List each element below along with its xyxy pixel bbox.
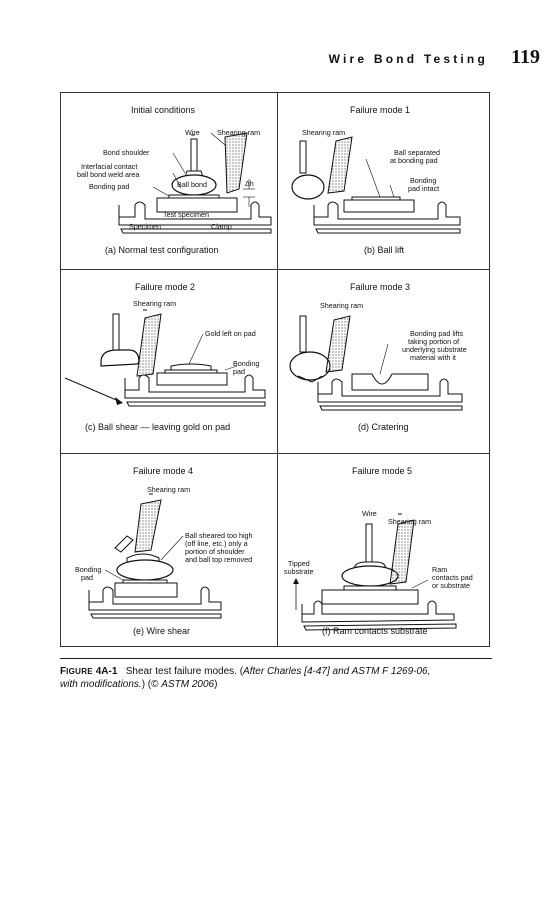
figure-caption: FIGURE 4A-1 Shear test failure modes. (A… <box>60 665 500 691</box>
panel-c-caption: (c) Ball shear — leaving gold on pad <box>85 422 231 432</box>
label-bonding-pad: Bonding pad <box>89 182 130 191</box>
label-bonding: Bonding <box>75 565 102 574</box>
panel-b-ball-lift: Failure mode 1 Shearing ram Ball separat… <box>278 93 494 269</box>
panel-d-caption: (d) Cratering <box>358 422 409 432</box>
caption-modifications-italic: with modifications. <box>60 679 142 690</box>
panel-c-ball-shear: Failure mode 2 Shearing ram Gold left on… <box>61 270 277 454</box>
label-interfacial-2: ball bond weld area <box>77 170 140 179</box>
label-delta-h: Δh <box>245 179 254 188</box>
panel-d-cratering: Failure mode 3 Shearing ram Bonding pad … <box>278 270 494 454</box>
panel-a-caption: (a) Normal test configuration <box>105 245 219 255</box>
label-ball-separated: Ball separated <box>394 148 440 157</box>
panel-a-normal-test: Initial conditions Wire Shearing ram Bon… <box>61 93 277 269</box>
label-taking-portion: taking portion of <box>408 337 460 346</box>
panel-f-caption: (f) Ram contacts substrate <box>322 626 428 636</box>
label-material: material with it <box>410 353 456 362</box>
panel-b-illustration <box>291 136 461 234</box>
label-shearing-ram: Shearing ram <box>147 485 191 494</box>
label-contacts-pad: contacts pad <box>432 573 473 582</box>
label-shearing-ram: Shearing ram <box>302 128 346 137</box>
panel-b-caption: (b) Ball lift <box>364 245 405 255</box>
label-gold-left-on-pad: Gold left on pad <box>205 329 256 338</box>
panel-a-illustration <box>118 132 272 234</box>
panel-e-wire-shear: Failure mode 4 Shearing ram Ball sheared… <box>61 454 277 647</box>
label-shearing-ram: Shearing ram <box>133 299 177 308</box>
panel-f-title: Failure mode 5 <box>352 466 413 476</box>
label-wire: Wire <box>185 128 200 137</box>
label-shearing-ram: Shearing ram <box>388 517 432 526</box>
panel-c-illustration <box>64 309 266 407</box>
label-interfacial-1: Interfacial contact <box>81 162 138 171</box>
label-pad: pad <box>81 573 93 582</box>
panel-d-illustration <box>289 315 463 411</box>
label-pad: pad <box>233 367 245 376</box>
figure-label-initial: F <box>60 666 67 677</box>
label-ball-sheared-4: and ball top removed <box>185 555 253 564</box>
label-substrate: substrate <box>284 567 314 576</box>
label-clamp: Clamp <box>211 222 232 231</box>
running-header: Wire Bond Testing 119 <box>300 46 540 74</box>
caption-rule <box>60 658 492 659</box>
panel-f-ram-contacts-substrate: Failure mode 5 Wire Shearing ram Tipped … <box>278 454 494 647</box>
panel-e-title: Failure mode 4 <box>133 466 194 476</box>
panel-f-illustration <box>293 513 457 631</box>
label-ball-sheared-3: portion of shoulder <box>185 547 245 556</box>
figure-label-smallcaps: IGURE <box>66 667 93 676</box>
label-bonding: Bonding <box>410 176 437 185</box>
label-bonding: Bonding <box>233 359 260 368</box>
label-ball-sheared-1: Ball sheared too high <box>185 531 253 540</box>
label-tipped: Tipped <box>288 559 310 568</box>
label-underlying-substrate: underlying substrate <box>402 345 467 354</box>
label-at-bonding-pad: at bonding pad <box>390 156 438 165</box>
label-shearing-ram: Shearing ram <box>217 128 261 137</box>
grid-divider-vertical <box>277 93 278 646</box>
panel-d-title: Failure mode 3 <box>350 282 411 292</box>
grid-divider-row2 <box>61 453 489 454</box>
label-test-specimen: Test specimen <box>163 210 209 219</box>
label-ram: Ram <box>432 565 448 574</box>
caption-close-paren: ) <box>214 679 218 690</box>
label-shearing-ram: Shearing ram <box>320 301 364 310</box>
label-specimen: Specimen <box>129 222 161 231</box>
panel-e-illustration <box>88 493 222 619</box>
figure-4a-1: Initial conditions Wire Shearing ram Bon… <box>60 92 490 647</box>
page-number: 119 <box>511 46 540 68</box>
figure-label: FIGURE 4A-1 <box>60 666 117 677</box>
panel-b-title: Failure mode 1 <box>350 105 411 115</box>
panel-a-title: Initial conditions <box>131 105 196 115</box>
label-bond-shoulder: Bond shoulder <box>103 148 150 157</box>
caption-copyright-text: ) (© <box>141 679 162 690</box>
caption-astm-italic: ASTM 2006 <box>161 679 215 690</box>
label-or-substrate: or substrate <box>432 581 470 590</box>
grid-divider-row1 <box>61 269 489 270</box>
label-bonding-pad-lifts: Bonding pad lifts <box>410 329 464 338</box>
label-wire: Wire <box>362 509 377 518</box>
figure-number: 4A-1 <box>95 666 118 677</box>
label-ball-sheared-2: (off line, etc.) only a <box>185 539 248 548</box>
caption-text: Shear test failure modes. ( <box>125 666 244 677</box>
label-ball-bond: Ball bond <box>177 180 207 189</box>
running-title: Wire Bond Testing <box>328 52 488 66</box>
panel-c-title: Failure mode 2 <box>135 282 196 292</box>
panel-e-caption: (e) Wire shear <box>133 626 191 636</box>
label-pad-intact: pad intact <box>408 184 440 193</box>
caption-source-italic: After Charles [4-47] and ASTM F 1269-06, <box>243 666 431 677</box>
